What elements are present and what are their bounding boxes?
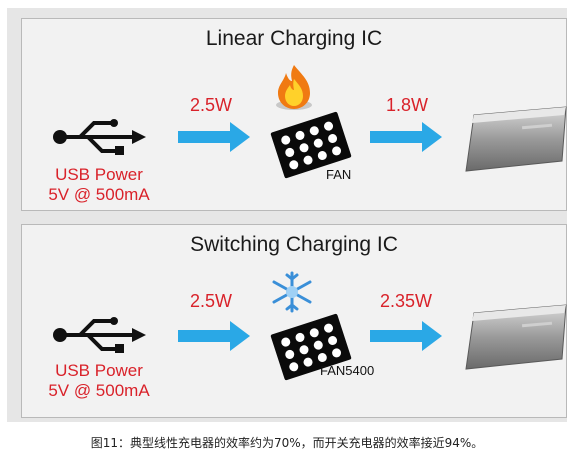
usb-icon <box>53 119 146 155</box>
usb-power-line1: USB Power <box>55 165 143 184</box>
battery-icon <box>465 304 567 370</box>
switching-charging-panel: Switching Charging IC USB Power 5V @ 500… <box>21 224 567 418</box>
usb-power-line2: 5V @ 500mA <box>48 185 150 204</box>
linear-charging-panel: Linear Charging IC USB Power 5V @ 500mA … <box>21 18 567 211</box>
input-power-label: 2.5W <box>190 291 233 311</box>
usb-power-label: USB Power 5V @ 500mA <box>44 165 154 205</box>
flame-icon <box>276 65 312 110</box>
output-power-label: 1.8W <box>386 95 429 115</box>
panel-title: Switching Charging IC <box>190 233 398 256</box>
usb-icon <box>53 317 146 353</box>
input-arrow <box>178 122 250 152</box>
output-arrow <box>370 122 442 152</box>
usb-power-line2: 5V @ 500mA <box>48 381 150 400</box>
usb-power-line1: USB Power <box>55 361 143 380</box>
usb-power-label: USB Power 5V @ 500mA <box>44 361 154 401</box>
snowflake-icon <box>272 271 312 313</box>
input-arrow <box>178 321 250 351</box>
battery-icon <box>465 106 567 172</box>
chip-label: FAN <box>326 167 352 182</box>
chip-label: FAN5400 <box>320 363 375 378</box>
output-power-label: 2.35W <box>380 291 433 311</box>
output-arrow <box>370 321 442 351</box>
figure-background: Linear Charging IC USB Power 5V @ 500mA … <box>7 8 567 422</box>
panel-title: Linear Charging IC <box>205 27 383 50</box>
input-power-label: 2.5W <box>190 95 233 115</box>
figure-caption: 图11：典型线性充电器的效率约为70%，而开关充电器的效率接近94%。 <box>90 436 484 450</box>
